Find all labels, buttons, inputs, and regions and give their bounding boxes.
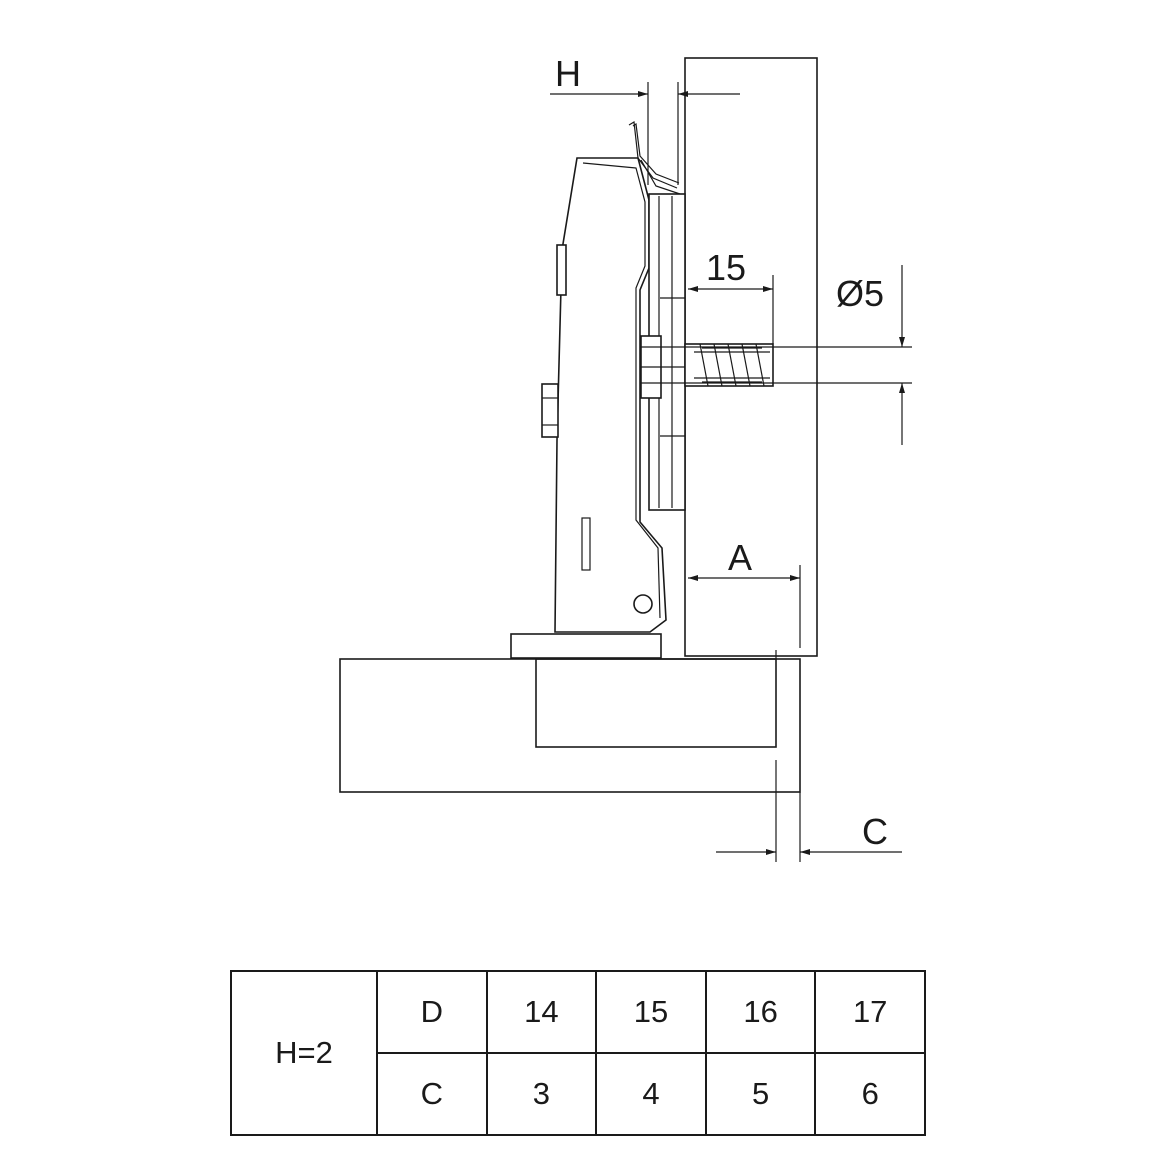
table-cell: 4 bbox=[595, 1052, 707, 1136]
label-h: H bbox=[555, 53, 581, 94]
screw bbox=[684, 343, 774, 387]
table-cell: 5 bbox=[704, 1052, 817, 1136]
cabinet-panel bbox=[339, 658, 801, 793]
table-cell: 16 bbox=[704, 970, 817, 1054]
table-cell: D bbox=[376, 970, 488, 1054]
label-a: A bbox=[728, 537, 752, 578]
spec-table: H=2 D 14 15 16 17 C 3 4 5 6 bbox=[230, 970, 926, 1136]
h-value-cell: H=2 bbox=[230, 970, 378, 1136]
table-cell: 15 bbox=[595, 970, 707, 1054]
dimension-15: 15 bbox=[688, 247, 774, 344]
dimension-a: A bbox=[688, 537, 801, 648]
table-row-d: H=2 D 14 15 16 17 bbox=[230, 970, 926, 1136]
table-cell: 14 bbox=[485, 970, 598, 1054]
table-cell: C bbox=[376, 1052, 488, 1136]
dimension-diameter: Ø5 bbox=[640, 265, 912, 445]
table-cell: 3 bbox=[485, 1052, 598, 1136]
table-cell: 17 bbox=[814, 970, 926, 1054]
label-c: C bbox=[862, 811, 888, 852]
dimension-h: H bbox=[550, 53, 740, 185]
hinge-cup bbox=[640, 193, 686, 511]
label-15: 15 bbox=[706, 247, 746, 288]
table-cell: 6 bbox=[814, 1052, 926, 1136]
label-diameter: Ø5 bbox=[836, 273, 884, 314]
dimension-c: C bbox=[716, 650, 902, 862]
hinge-arm bbox=[510, 121, 681, 659]
table-row-c: C 3 4 5 6 bbox=[231, 1052, 926, 1136]
